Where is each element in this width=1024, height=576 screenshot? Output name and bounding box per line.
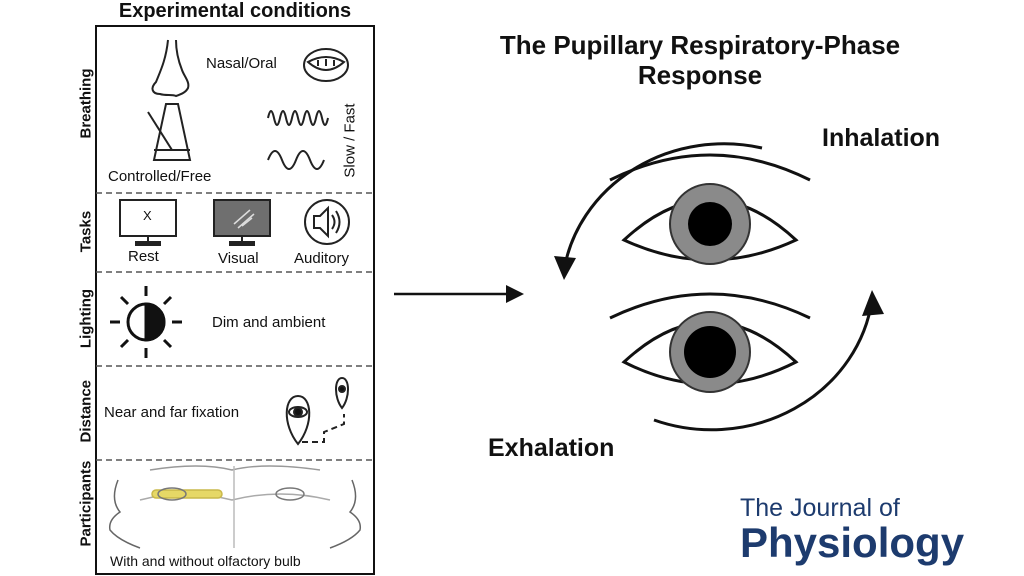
eye-constricted-icon bbox=[609, 153, 811, 265]
inhalation-label: Inhalation bbox=[822, 124, 941, 152]
nasal-oral-label: Nasal/Oral bbox=[206, 55, 277, 72]
conditions-panel bbox=[95, 25, 375, 575]
location-pin-icon bbox=[285, 376, 349, 446]
row-label-tasks: Tasks bbox=[77, 210, 95, 253]
cycle-arrowhead-right bbox=[862, 290, 884, 316]
slow-fast-label: Slow / Fast bbox=[341, 103, 359, 178]
row-label-participants: Participants bbox=[77, 460, 95, 547]
exhalation-label: Exhalation bbox=[488, 434, 615, 462]
metronome-icon bbox=[147, 103, 192, 161]
diagram-title: The Pupillary Respiratory-Phase Response bbox=[499, 30, 901, 90]
row-label-lighting: Lighting bbox=[77, 288, 95, 349]
screen-mark: X bbox=[143, 208, 152, 223]
dim-ambient-label: Dim and ambient bbox=[212, 314, 326, 331]
mouth-icon bbox=[303, 48, 349, 82]
eye-dilated-icon bbox=[609, 292, 811, 393]
row-label-breathing: Breathing bbox=[77, 68, 95, 139]
cycle-arrowhead-left bbox=[554, 256, 576, 280]
row-label-distance: Distance bbox=[77, 379, 95, 443]
near-far-label: Near and far fixation bbox=[104, 404, 240, 421]
half-sun-icon bbox=[110, 286, 182, 358]
auditory-label: Auditory bbox=[294, 250, 350, 267]
right-arrow-icon bbox=[394, 285, 524, 303]
speaker-icon bbox=[304, 199, 350, 245]
faces-olfactory-icon bbox=[108, 465, 362, 549]
fast-wave-icon bbox=[267, 110, 329, 126]
panel-title: Experimental conditions bbox=[118, 0, 352, 22]
nose-icon bbox=[151, 39, 190, 98]
olfactory-label: With and without olfactory bulb bbox=[110, 553, 301, 569]
journal-name-line1: The Journal of bbox=[740, 494, 900, 522]
visual-monitor-icon bbox=[213, 199, 271, 246]
rest-label: Rest bbox=[128, 248, 159, 265]
respiratory-cycle-diagram bbox=[554, 142, 884, 432]
controlled-free-label: Controlled/Free bbox=[108, 168, 212, 185]
slow-wave-icon bbox=[267, 150, 325, 170]
rest-monitor-icon bbox=[119, 199, 177, 246]
cycle-arc-right bbox=[653, 299, 874, 432]
visual-label: Visual bbox=[218, 250, 259, 267]
journal-name-line2: Physiology bbox=[740, 519, 965, 566]
